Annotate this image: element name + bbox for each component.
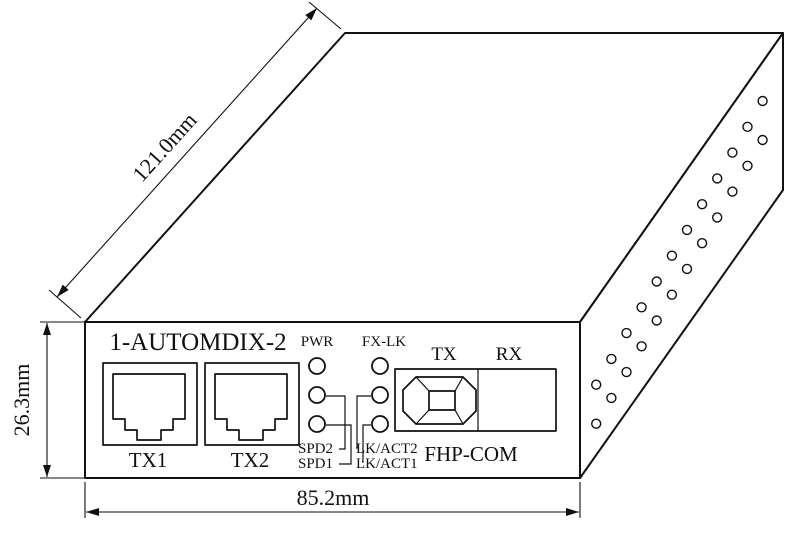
ventilation-hole: [681, 263, 693, 275]
model-label: FHP-COM: [424, 442, 518, 466]
dim-arrow: [305, 8, 317, 21]
fiber-port: TX RX FHP-COM: [394, 344, 557, 466]
dim-arrow: [566, 508, 579, 516]
sc-connector-bevels: [415, 376, 464, 425]
enclosure-outline: [84, 32, 784, 479]
ventilation-holes: [591, 95, 768, 429]
fiber-tx-label: TX: [431, 344, 457, 365]
ventilation-hole: [742, 121, 753, 133]
ventilation-hole: [651, 315, 662, 326]
ventilation-hole: [712, 173, 723, 184]
extension-line: [48, 289, 82, 319]
ventilation-hole: [757, 95, 768, 107]
lkact2-label: LK/ACT2: [356, 441, 418, 457]
ventilation-hole: [636, 341, 647, 352]
rj45-port-2: TX2: [204, 362, 300, 472]
dim-arrow: [43, 465, 51, 477]
dimension-height: 26.3mm: [9, 321, 85, 479]
dimension-line: [56, 7, 318, 298]
dim-arrow: [43, 323, 51, 335]
rj45-jack-shape: [112, 373, 186, 441]
lkact1-label: LK/ACT1: [356, 456, 418, 472]
ventilation-hole: [651, 276, 662, 287]
ventilation-hole: [606, 392, 617, 404]
ventilation-hole: [606, 353, 617, 365]
width-value: 85.2mm: [297, 485, 370, 510]
ventilation-hole: [712, 212, 723, 223]
front-panel: 1-AUTOMDIX-2 TX1 TX2 PWR FX-LK: [102, 329, 557, 472]
port1-label: TX1: [129, 448, 168, 472]
ventilation-hole: [666, 250, 678, 261]
ventilation-hole: [621, 366, 632, 378]
ventilation-hole: [666, 289, 678, 300]
rj45-port-1: TX1: [102, 362, 198, 472]
height-value: 26.3mm: [9, 364, 34, 437]
ventilation-hole: [757, 134, 768, 146]
led-fxlk: [371, 357, 389, 375]
rj45-jack-shape: [214, 373, 288, 441]
spd1-label: SPD1: [298, 456, 333, 472]
led-leader-lines: [326, 395, 371, 465]
dim-arrow: [57, 284, 69, 297]
port2-label: TX2: [231, 448, 270, 472]
led-indicators: PWR FX-LK SPD2 SPD1 LK/ACT2 LK/ACT1: [298, 334, 418, 472]
led-spd1: [308, 415, 326, 433]
led-lkact1: [371, 415, 389, 433]
led-pwr: [308, 357, 326, 375]
extension-line: [308, 1, 342, 30]
led-lkact2: [371, 386, 389, 404]
ventilation-hole: [621, 327, 632, 339]
ventilation-hole: [591, 379, 602, 390]
pwr-label: PWR: [301, 334, 334, 350]
led-spd2: [308, 386, 326, 404]
dimension-width: 85.2mm: [84, 482, 581, 518]
ventilation-hole: [591, 418, 602, 429]
ventilation-hole: [681, 224, 693, 236]
panel-title: 1-AUTOMDIX-2: [109, 329, 286, 356]
dim-arrow: [86, 508, 99, 516]
spd2-label: SPD2: [298, 441, 333, 457]
ventilation-hole: [727, 147, 738, 158]
ventilation-hole: [727, 186, 738, 197]
depth-value: 121.0mm: [127, 108, 202, 187]
fxlk-label: FX-LK: [362, 334, 406, 350]
sc-ferrule: [428, 390, 456, 411]
ventilation-hole: [696, 198, 708, 210]
ventilation-hole: [742, 160, 753, 172]
fiber-rx-label: RX: [496, 344, 523, 365]
ventilation-hole: [696, 237, 708, 249]
ventilation-hole: [636, 302, 647, 313]
